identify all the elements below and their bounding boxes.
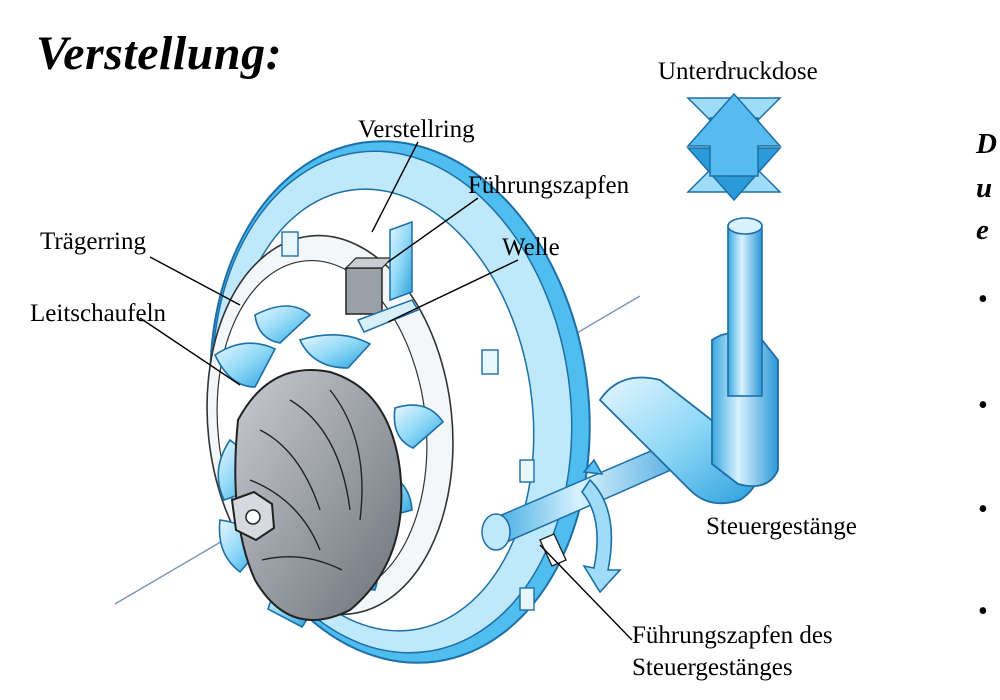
page-title: Verstellung: [36,27,283,80]
leader-lines [139,141,633,641]
side-text-line-3: e [976,214,989,246]
label-welle: Welle [502,234,560,261]
rotation-arrow [581,458,622,594]
label-leitschaufeln: Leitschaufeln [30,300,167,327]
bullet-3: • [978,494,988,525]
label-unterdruckdose: Unterdruckdose [658,58,818,85]
label-fuehrungszapfen: Führungszapfen [468,172,630,199]
label-fuehrungszapfen-steuer-1: Führungszapfen des [632,622,833,649]
side-text-line-1: D [976,128,997,160]
label-traegerring: Trägerring [40,228,147,255]
label-steuergestaenge: Steuergestänge [706,513,857,540]
fuehrungszapfen-block [344,220,413,315]
bullet-2: • [978,390,988,421]
ring-tabs [281,231,535,611]
label-fuehrungszapfen-steuer-2: Steuergestänges [632,654,793,681]
side-text-line-2: u [976,172,993,204]
welle-shaft [356,299,420,333]
steuer-pin [539,533,567,567]
turbine-wheel [230,369,403,621]
vacuum-rod [727,217,763,397]
bullet-1: • [978,284,988,315]
unterdruckdose-arrow [686,92,782,202]
bullet-4: • [978,596,988,627]
label-verstellring: Verstellring [358,116,475,143]
